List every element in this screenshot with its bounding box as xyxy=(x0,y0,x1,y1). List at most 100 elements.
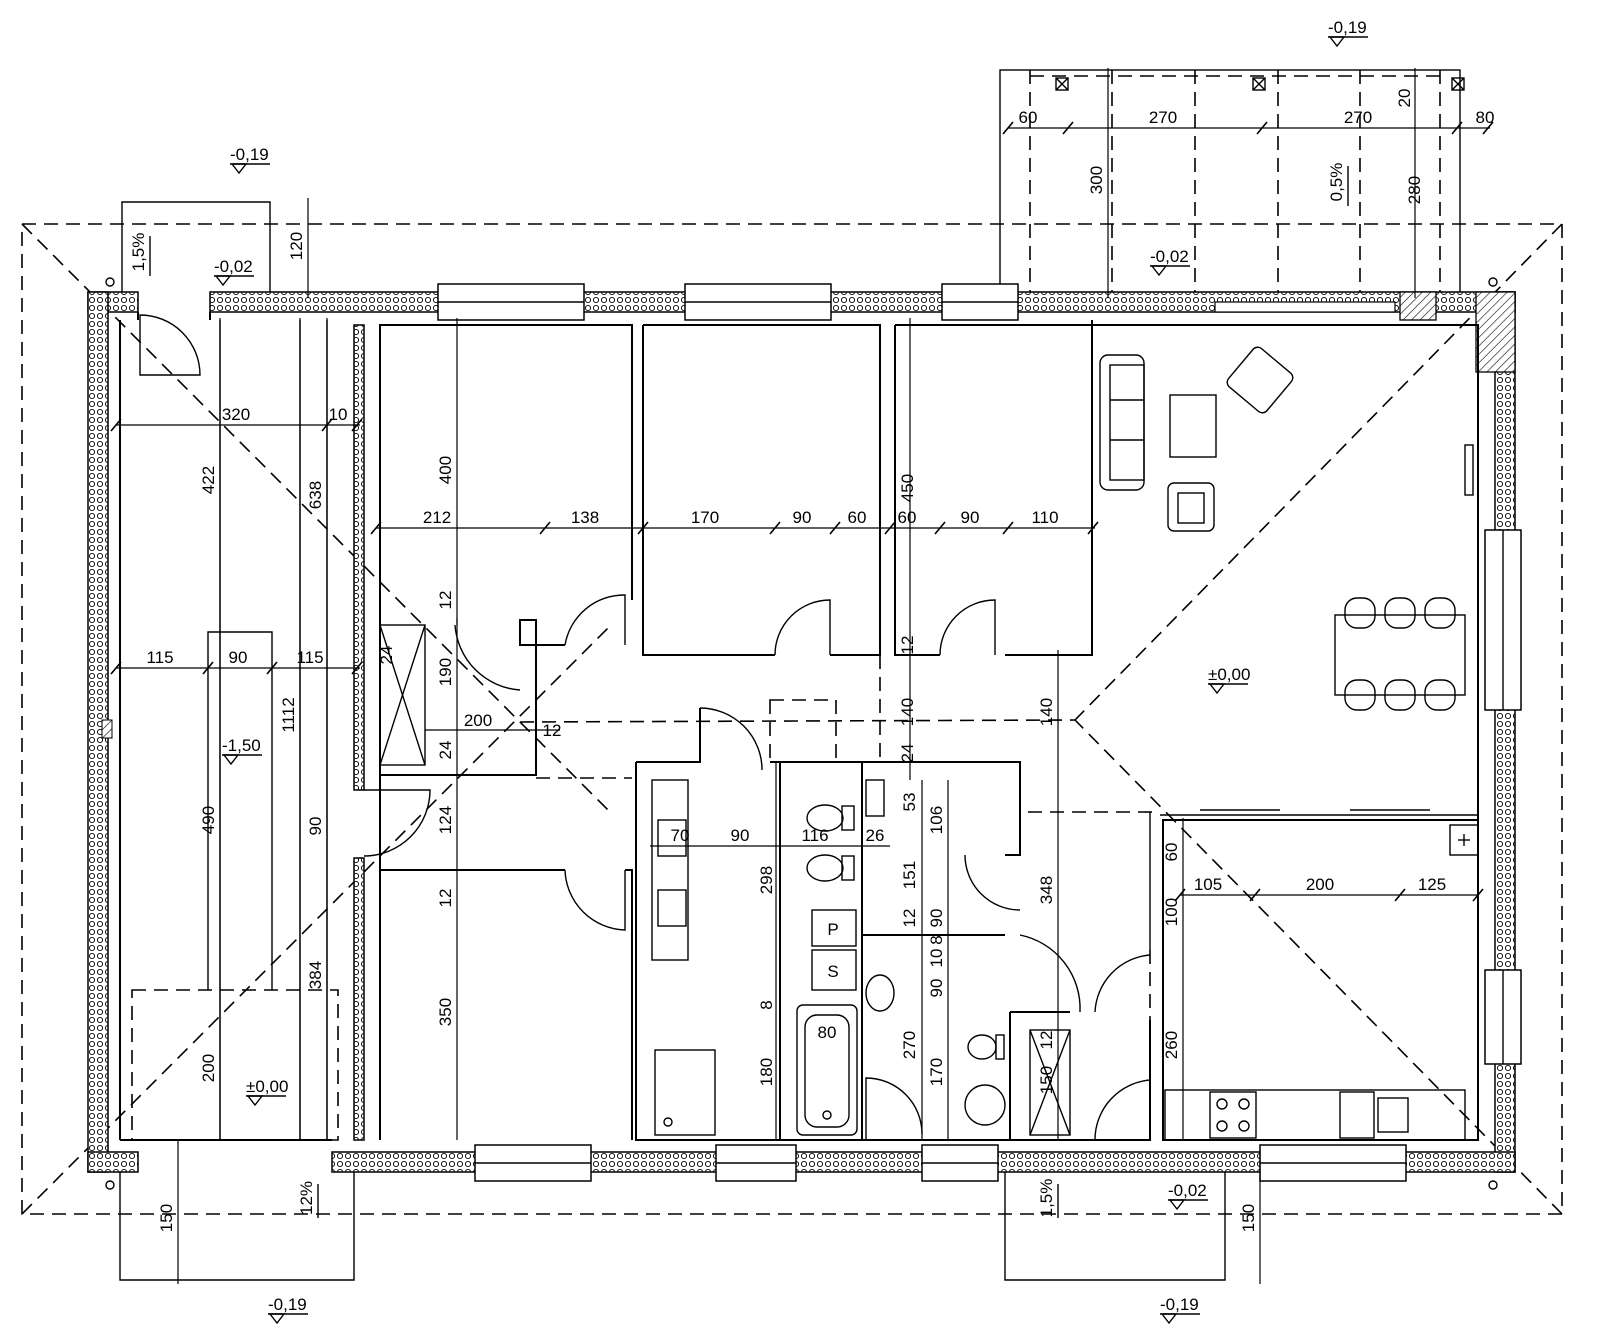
dim-label: 190 xyxy=(436,658,455,686)
exterior-walls xyxy=(87,291,1516,1173)
dim-label: 270 xyxy=(1344,108,1372,127)
dim-label: 212 xyxy=(423,508,451,527)
dim-label: 80 xyxy=(818,1023,837,1042)
level-bottom-right: -0,19 xyxy=(1160,1295,1199,1314)
dim-label: 115 xyxy=(296,648,323,667)
dim-label: 90 xyxy=(927,909,946,928)
dim-label: 115 xyxy=(146,648,173,667)
dim-label: 400 xyxy=(436,456,455,484)
dim-label: 150 xyxy=(1037,1066,1056,1094)
dim-label: 490 xyxy=(199,806,218,834)
dim-label: 90 xyxy=(961,508,980,527)
fixture-labels: P S xyxy=(827,920,838,981)
level-top-left: -0,19 xyxy=(230,145,269,164)
dim-label: 90 xyxy=(793,508,812,527)
dim-label: 10 xyxy=(329,405,348,424)
dim-label: 270 xyxy=(900,1031,919,1059)
dim-label: 105 xyxy=(1194,875,1222,894)
dimension-texts: 60 270 270 20 80 300 280 120 320 10 422 … xyxy=(146,89,1494,1233)
dim-label: 124 xyxy=(436,806,455,834)
dim-label: 120 xyxy=(287,232,306,260)
level-living: ±0,00 xyxy=(1208,665,1250,684)
dim-label: 60 xyxy=(1019,108,1038,127)
dim-label: 100 xyxy=(1162,898,1181,926)
dim-label: 638 xyxy=(306,481,325,509)
dim-label: 260 xyxy=(1162,1031,1181,1059)
dim-label: 24 xyxy=(898,744,917,763)
dim-label: 12 xyxy=(1037,1031,1056,1050)
dim-label: 348 xyxy=(1037,876,1056,904)
dim-label: 60 xyxy=(1162,843,1181,862)
dim-label: 200 xyxy=(199,1054,218,1082)
fixture-s-label: S xyxy=(827,962,838,981)
dim-label: 125 xyxy=(1418,875,1446,894)
dim-label: 170 xyxy=(691,508,719,527)
dim-label: 12 xyxy=(436,889,455,908)
dim-label: 12 xyxy=(898,636,917,655)
dim-label: 110 xyxy=(1031,508,1058,527)
roof-outline xyxy=(21,223,1563,1215)
level-top-right: -0,19 xyxy=(1328,18,1367,37)
level-entrance-right: -0,02 xyxy=(1168,1181,1207,1200)
dim-label: 150 xyxy=(157,1204,176,1232)
level-garage: ±0,00 xyxy=(246,1077,288,1096)
dim-label: 450 xyxy=(898,474,917,502)
dim-label: 12 xyxy=(900,909,919,928)
dim-label: 80 xyxy=(1476,108,1495,127)
dim-label: 150 xyxy=(1239,1204,1258,1232)
furniture xyxy=(131,346,1479,1141)
dim-label: 298 xyxy=(757,866,776,894)
dim-label: 106 xyxy=(927,806,946,834)
dim-label: 53 xyxy=(900,793,919,812)
dim-label: 26 xyxy=(866,826,885,845)
dimension-lines xyxy=(110,68,1494,1284)
dim-label: 60 xyxy=(898,508,917,527)
dim-label: 350 xyxy=(436,998,455,1026)
dim-label: 320 xyxy=(222,405,250,424)
dim-label: 90 xyxy=(731,826,750,845)
doors xyxy=(139,314,1151,1141)
dim-label: 12 xyxy=(543,721,562,740)
dim-label: 8 xyxy=(927,935,946,944)
dim-label: 24 xyxy=(436,741,455,760)
dim-label: 116 xyxy=(801,826,828,845)
dim-label: 140 xyxy=(898,698,917,726)
slope-ramp: 12% xyxy=(297,1181,316,1215)
dim-label: 180 xyxy=(757,1058,776,1086)
level-terrace-top: -0,02 xyxy=(1150,247,1189,266)
dim-label: 138 xyxy=(571,508,599,527)
dim-label: 140 xyxy=(1037,698,1056,726)
dim-label: 200 xyxy=(1306,875,1334,894)
slope-terrace: 0,5% xyxy=(1327,163,1346,202)
dim-label: 10 xyxy=(927,949,946,968)
dim-label: 270 xyxy=(1149,108,1177,127)
windows xyxy=(437,283,1522,1182)
dim-label: 422 xyxy=(199,466,218,494)
dim-label: 151 xyxy=(900,861,919,889)
dim-label: 60 xyxy=(848,508,867,527)
dim-label: 90 xyxy=(229,648,248,667)
dim-label: 70 xyxy=(671,826,690,845)
level-markers: -0,19 -0,19 -0,02 -0,02 ±0,00 ±0,00 -1,5… xyxy=(214,18,1368,1325)
entrances xyxy=(119,201,1226,1281)
dim-label: 170 xyxy=(927,1058,946,1086)
dim-label: 280 xyxy=(1405,176,1424,204)
dim-label: 12 xyxy=(436,591,455,610)
level-entrance-left: -0,02 xyxy=(214,257,253,276)
dim-label: 90 xyxy=(927,979,946,998)
dim-label: 384 xyxy=(306,961,325,989)
dim-label: 24 xyxy=(377,646,396,665)
dim-label: 90 xyxy=(306,817,325,836)
fixture-p-label: P xyxy=(827,920,838,939)
interior-walls xyxy=(119,312,1479,1141)
slope-entrance-right: 1,5% xyxy=(1037,1179,1056,1218)
dim-label: 1112 xyxy=(279,697,298,732)
dim-label: 8 xyxy=(757,1000,776,1009)
slope-entrance-left: 1,5% xyxy=(129,233,148,272)
corner-markers xyxy=(105,277,1498,1190)
level-stair: -1,50 xyxy=(222,736,261,755)
dim-label: 300 xyxy=(1087,166,1106,194)
dim-label: 20 xyxy=(1395,89,1414,108)
dim-label: 200 xyxy=(464,711,492,730)
